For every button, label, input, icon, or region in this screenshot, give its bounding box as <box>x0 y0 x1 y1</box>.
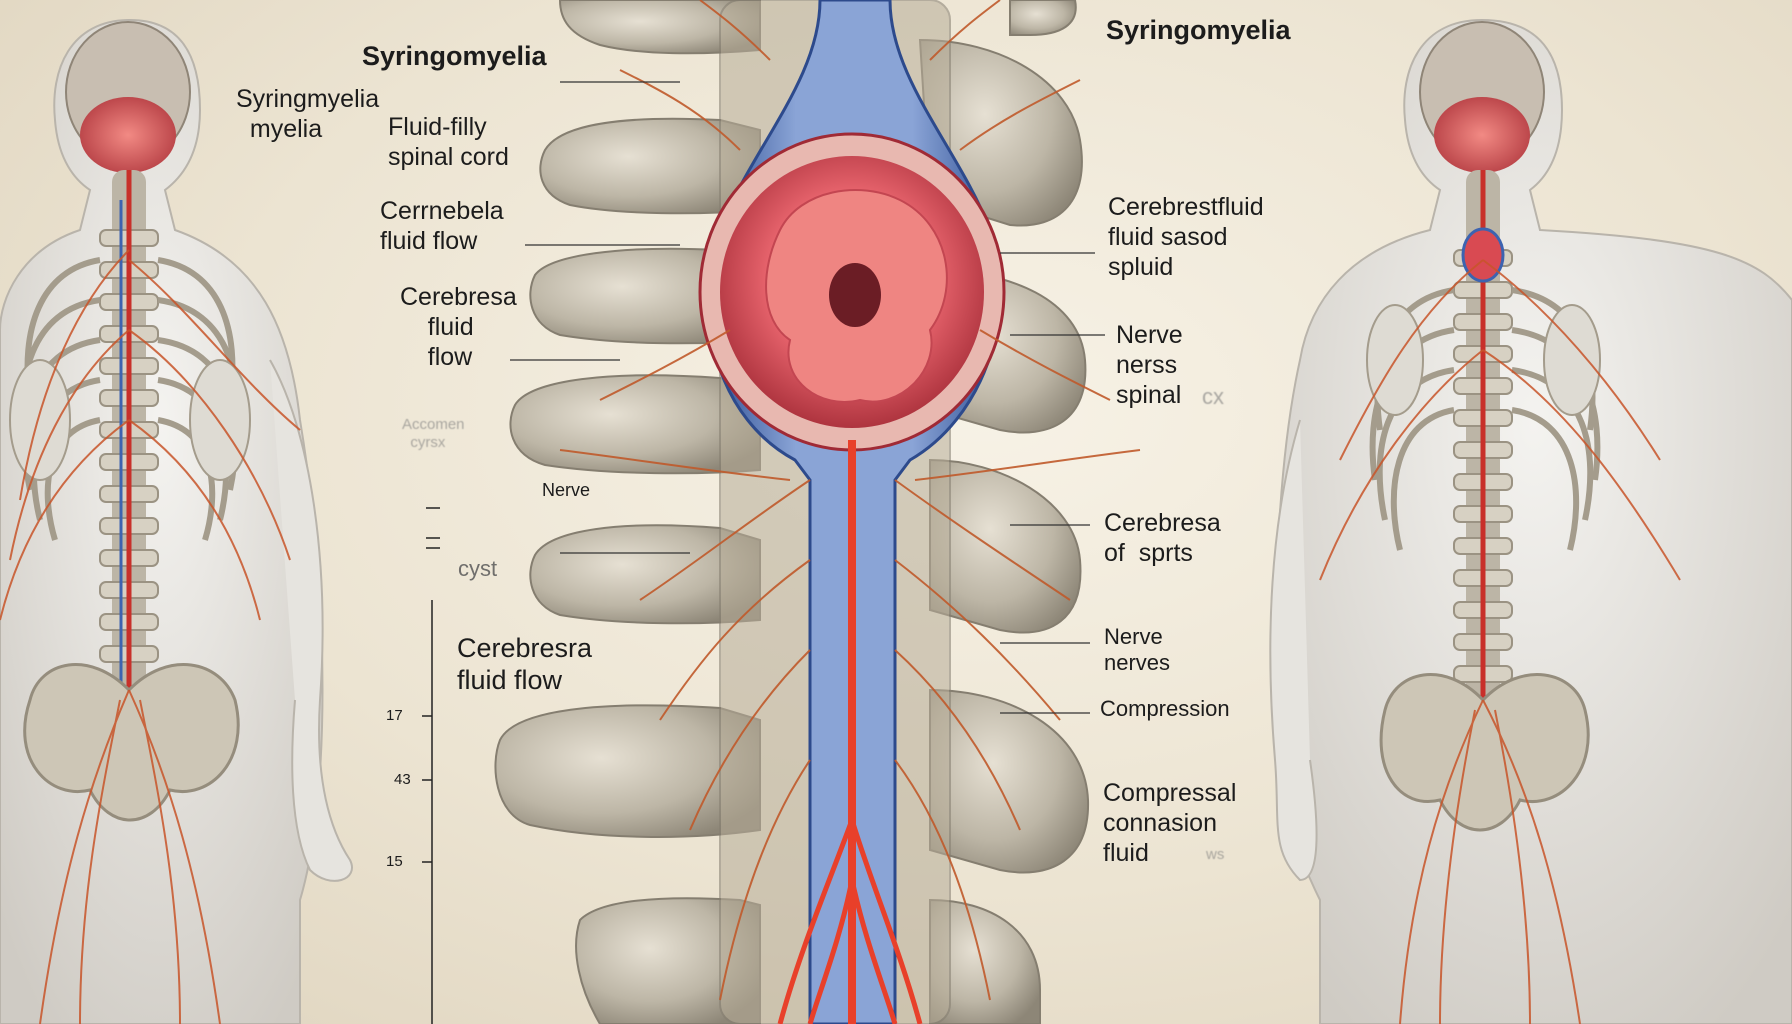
label-cerebresa-fluid-flow: Cerebresa fluid flow <box>400 283 517 371</box>
label-compression: Compression <box>1100 696 1230 721</box>
right-pelvis <box>1379 673 1590 832</box>
label-faded-ws: ws <box>1206 846 1225 863</box>
label-nerve-nerves: Nerve nerves <box>1104 624 1171 676</box>
leader-lines <box>510 81 1105 714</box>
label-faded-text: Accomen cyrsx <box>402 416 465 451</box>
label-compressal-fluid: Compressal connasion fluid <box>1103 779 1237 867</box>
left-pelvis <box>23 663 240 822</box>
label-spinal-suffix: cx <box>1202 384 1224 409</box>
central-spine <box>494 0 1141 1024</box>
label-syringomyelia-myelia: Syringmyelia myelia <box>236 85 380 143</box>
scale-tick-2: 43 <box>394 771 411 788</box>
right-nerves <box>1319 259 1681 1024</box>
scale-tick-1: 17 <box>386 707 403 724</box>
title-center: Syringomyelia <box>362 41 547 71</box>
label-fluid-filled-spinal-cord: Fluid-filly spinal cord <box>388 113 509 171</box>
label-nerve-left: Nerve <box>542 480 591 500</box>
left-body-figure <box>0 18 353 1024</box>
label-cerebella-fluid-flow: Cerrnebela fluid flow <box>380 197 504 255</box>
label-nerve-spinal: Nerve nerss spinal <box>1116 321 1183 409</box>
label-cerebresra-fluid-flow: Cerebresra fluid flow <box>457 633 593 696</box>
right-body-figure <box>1269 18 1792 1024</box>
right-spine <box>1453 170 1513 830</box>
left-spine <box>99 170 159 810</box>
title-right: Syringomyelia <box>1106 15 1291 45</box>
label-cyst: cyst <box>458 556 498 581</box>
label-cerebrestfluid: Cerebrestfluid fluid sasod spluid <box>1108 193 1264 281</box>
label-cerebresa-sprts: Cerebresa of sprts <box>1104 509 1221 567</box>
left-nerves <box>0 249 301 1024</box>
scale-bar <box>422 507 440 1024</box>
scale-tick-3: 15 <box>386 853 403 870</box>
